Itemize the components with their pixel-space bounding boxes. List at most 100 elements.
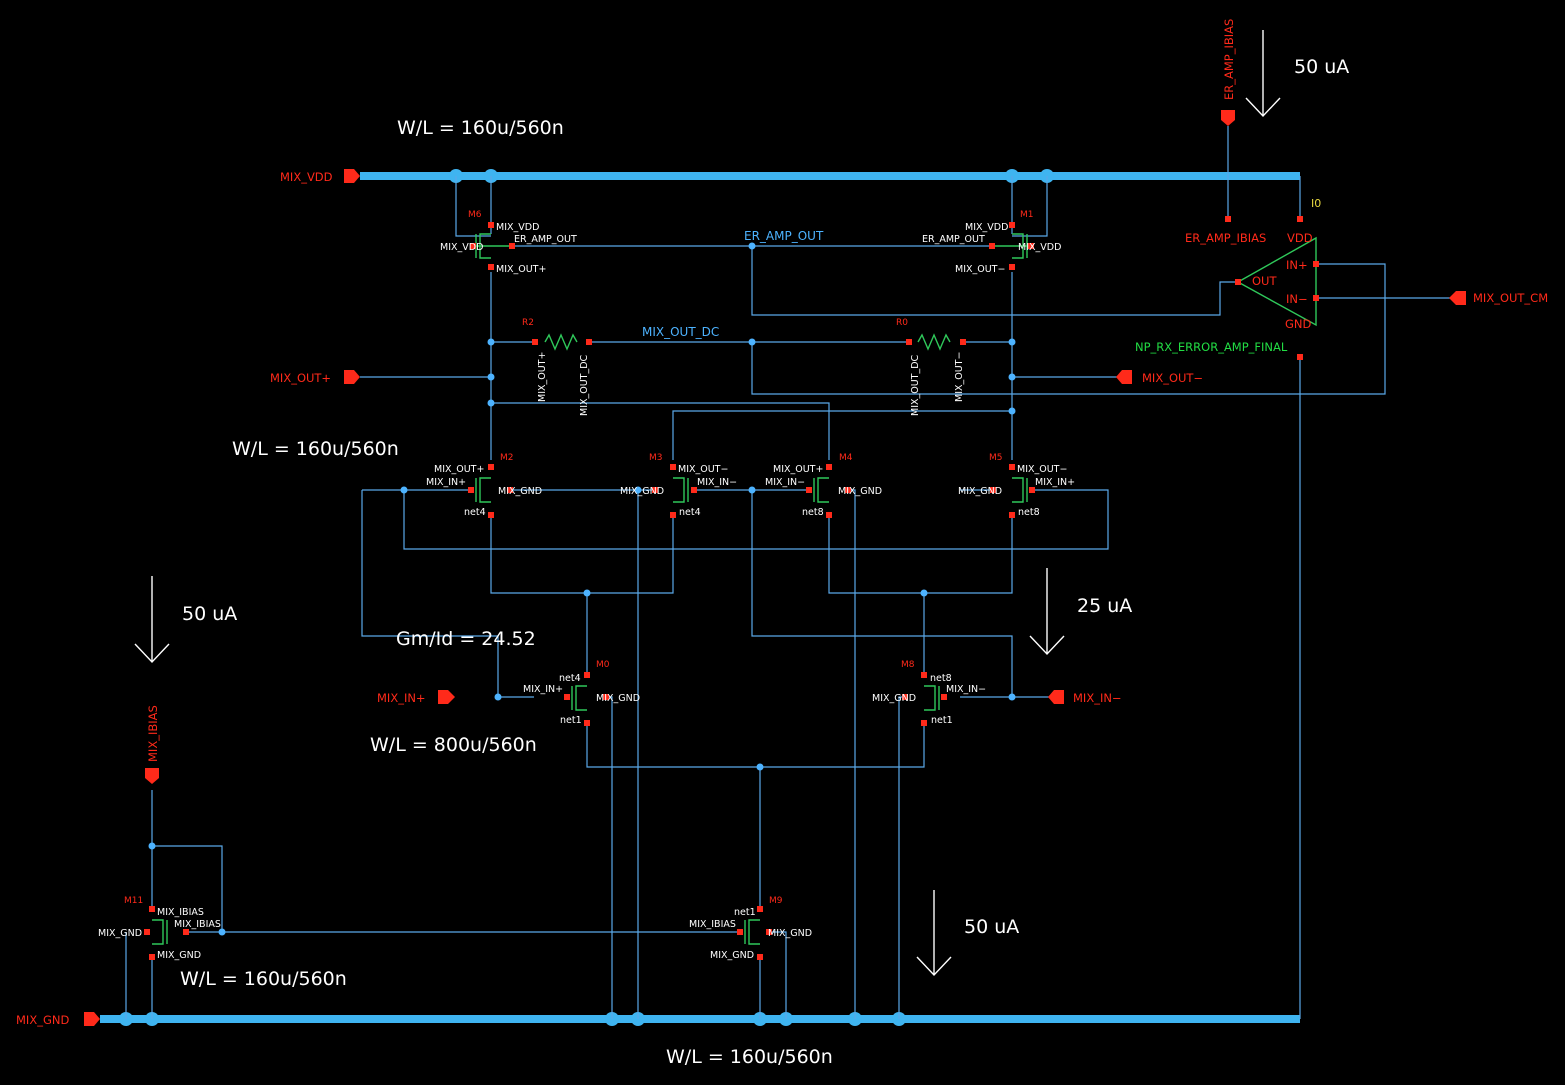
amp-inp-label: IN+	[1286, 258, 1308, 272]
m0-source: net1	[560, 715, 582, 726]
transistor-m0[interactable]: M0 net4 MIX_IN+ MIX_GND net1	[523, 660, 640, 726]
m11-source: MIX_GND	[157, 950, 201, 961]
pin-mix-out-p[interactable]: MIX_OUT+	[270, 371, 331, 385]
m1-source: MIX_OUT−	[955, 264, 1005, 275]
pin-mix-in-n[interactable]: MIX_IN−	[1073, 691, 1122, 705]
transistor-m1[interactable]: M1 MIX_VDD ER_AMP_OUT MIX_VDD MIX_OUT−	[922, 210, 1061, 275]
amp-gnd-label: GND	[1285, 317, 1312, 331]
m5-bulk: MIX_GND	[958, 486, 1002, 497]
io-pin-shapes	[84, 110, 1466, 1026]
m11-bulk: MIX_GND	[98, 928, 142, 939]
m0-bulk: MIX_GND	[596, 693, 640, 704]
m2-name: M2	[500, 453, 514, 463]
transistor-m8[interactable]: M8 net8 MIX_IN− MIX_GND net1	[872, 660, 986, 726]
r2-name: R2	[522, 318, 534, 328]
transistor-m4[interactable]: M4 MIX_OUT+ MIX_IN− MIX_GND net8	[765, 453, 882, 518]
m6-bulk: MIX_VDD	[440, 242, 483, 253]
wl-annotation-mid: W/L = 160u/560n	[232, 438, 399, 460]
amp-cell-name: NP_RX_ERROR_AMP_FINAL	[1135, 340, 1288, 354]
m9-drain: net1	[734, 907, 756, 918]
m3-drain: MIX_OUT−	[678, 464, 728, 475]
m11-drain: MIX_IBIAS	[157, 907, 204, 918]
gm-id-annotation: Gm/Id = 24.52	[396, 628, 536, 650]
m6-gate: ER_AMP_OUT	[514, 234, 577, 245]
m1-drain: MIX_VDD	[965, 222, 1008, 233]
m6-source: MIX_OUT+	[496, 264, 546, 275]
pin-mix-out-n[interactable]: MIX_OUT−	[1142, 371, 1203, 385]
r2-term1: MIX_OUT+	[537, 352, 548, 402]
m2-source: net4	[464, 507, 486, 518]
m2-gate: MIX_IN+	[426, 477, 466, 488]
resistor-r2[interactable]: R2 MIX_OUT+ MIX_OUT_DC	[522, 318, 590, 416]
m0-drain: net4	[559, 673, 581, 684]
resistor-r0[interactable]: R0 MIX_OUT_DC MIX_OUT−	[896, 318, 965, 416]
error-amplifier[interactable]: ER_AMP_IBIAS VDD I0 IN+ IN− OUT GND NP_R…	[1135, 197, 1321, 354]
arrow-mid-current	[1029, 568, 1065, 656]
m8-bulk: MIX_GND	[872, 693, 916, 704]
pin-mix-vdd[interactable]: MIX_VDD	[280, 170, 333, 184]
transistor-m6[interactable]: M6 MIX_VDD ER_AMP_OUT MIX_VDD MIX_OUT+	[440, 210, 577, 275]
wl-annotation-bottom: W/L = 160u/560n	[666, 1046, 833, 1068]
terminal-squares	[144, 216, 1319, 960]
arrow-amp-current	[1245, 30, 1281, 118]
r0-term1: MIX_OUT_DC	[910, 354, 921, 416]
transistor-m3[interactable]: M3 MIX_OUT− MIX_IN− MIX_GND net4	[620, 453, 737, 518]
wl-annotation-bias: W/L = 160u/560n	[180, 968, 347, 990]
net-label-mix-out-dc: MIX_OUT_DC	[642, 325, 719, 339]
m5-drain: MIX_OUT−	[1017, 464, 1067, 475]
wire-junctions	[148, 242, 1016, 936]
m11-gate: MIX_IBIAS	[174, 919, 221, 930]
m6-name: M6	[468, 210, 482, 220]
r0-term2: MIX_OUT−	[954, 352, 965, 402]
amp-inn-label: IN−	[1286, 292, 1308, 306]
m3-source: net4	[679, 507, 701, 518]
m0-gate: MIX_IN+	[523, 684, 563, 695]
pin-mix-in-p[interactable]: MIX_IN+	[377, 691, 426, 705]
m9-name: M9	[769, 896, 783, 906]
pin-mix-ibias[interactable]: MIX_IBIAS	[146, 705, 160, 762]
m11-name: M11	[124, 896, 143, 906]
transistor-m11[interactable]: M11 MIX_IBIAS MIX_IBIAS MIX_GND MIX_GND	[98, 896, 221, 961]
transistor-m9[interactable]: M9 net1 MIX_IBIAS MIX_GND MIX_GND	[689, 896, 812, 961]
m1-gate: ER_AMP_OUT	[922, 234, 985, 245]
m3-gate: MIX_IN−	[697, 477, 737, 488]
current-label-mid: 25 uA	[1077, 595, 1132, 617]
pin-er-amp-ibias[interactable]: ER_AMP_IBIAS	[1222, 19, 1236, 100]
transistor-m5[interactable]: M5 MIX_OUT− MIX_IN+ MIX_GND net8	[958, 453, 1075, 518]
m4-name: M4	[839, 453, 853, 463]
device-symbols	[152, 233, 1317, 945]
r2-term2: MIX_OUT_DC	[579, 354, 590, 416]
m8-gate: MIX_IN−	[946, 684, 986, 695]
m0-name: M0	[596, 660, 610, 670]
pin-mix-out-cm[interactable]: MIX_OUT_CM	[1473, 291, 1548, 305]
m4-gate: MIX_IN−	[765, 477, 805, 488]
current-label-left: 50 uA	[182, 603, 237, 625]
arrow-left-current	[134, 576, 170, 664]
m8-source: net1	[931, 715, 953, 726]
m1-name: M1	[1020, 210, 1034, 220]
wl-annotation-top: W/L = 160u/560n	[397, 117, 564, 139]
m8-name: M8	[901, 660, 915, 670]
m2-bulk: MIX_GND	[498, 486, 542, 497]
amp-out-label: OUT	[1252, 274, 1277, 288]
m4-bulk: MIX_GND	[838, 486, 882, 497]
amp-instance-name: I0	[1311, 197, 1321, 210]
m4-source: net8	[802, 507, 824, 518]
amp-ibias-pin-label: ER_AMP_IBIAS	[1185, 231, 1266, 245]
m3-name: M3	[649, 453, 663, 463]
transistor-m2[interactable]: M2 MIX_OUT+ MIX_IN+ MIX_GND net4	[426, 453, 542, 518]
m5-gate: MIX_IN+	[1035, 477, 1075, 488]
wires	[125, 126, 1450, 1019]
m5-name: M5	[989, 453, 1003, 463]
m1-bulk: MIX_VDD	[1018, 242, 1061, 253]
m5-source: net8	[1018, 507, 1040, 518]
m2-drain: MIX_OUT+	[434, 464, 484, 475]
m9-source: MIX_GND	[710, 950, 754, 961]
m3-bulk: MIX_GND	[620, 486, 664, 497]
wl-annotation-input: W/L = 800u/560n	[370, 734, 537, 756]
pin-mix-gnd[interactable]: MIX_GND	[16, 1013, 69, 1027]
m9-gate: MIX_IBIAS	[689, 919, 736, 930]
m9-bulk: MIX_GND	[768, 928, 812, 939]
m8-drain: net8	[930, 673, 952, 684]
